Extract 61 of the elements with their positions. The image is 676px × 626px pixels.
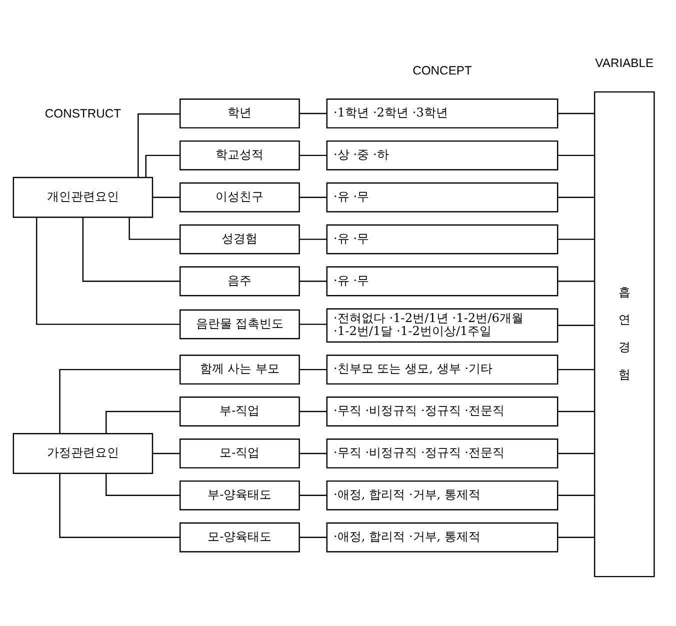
connector xyxy=(58,368,180,434)
connector xyxy=(298,112,326,114)
node-box: 흡 연 경 험 xyxy=(593,91,654,578)
connector xyxy=(298,452,326,454)
connector xyxy=(144,154,180,178)
connector xyxy=(152,196,180,198)
connector xyxy=(35,217,180,325)
connector xyxy=(558,238,594,240)
connector xyxy=(298,154,326,156)
node-box: 부-직업 xyxy=(178,396,300,426)
connector xyxy=(558,368,594,370)
node-box: ·1학년 ·2학년 ·3학년 xyxy=(326,98,558,128)
connector xyxy=(298,368,326,370)
node-box: 가정관련요인 xyxy=(12,432,153,474)
connector xyxy=(298,196,326,198)
connector xyxy=(58,473,180,538)
connector xyxy=(298,494,326,496)
node-box: 모-양육태도 xyxy=(178,522,300,552)
connector xyxy=(298,410,326,412)
node-box: 함께 사는 부모 xyxy=(178,354,300,385)
connector xyxy=(298,536,326,538)
node-box: 학교성적 xyxy=(178,140,300,170)
connector xyxy=(298,324,326,325)
connector xyxy=(558,324,594,326)
connector xyxy=(298,238,326,240)
connector xyxy=(128,217,180,240)
node-box: ·전혀없다 ·1-2번/1년 ·1-2번/6개월 ·1-2번/1달 ·1-2번이상/1주일 xyxy=(326,308,558,343)
connector xyxy=(82,217,180,282)
connector xyxy=(105,473,180,496)
connector xyxy=(558,196,594,198)
label: VARIABLE xyxy=(594,56,654,70)
connector xyxy=(558,112,594,114)
node-box: ·무직 ·비정규직 ·정규직 ·전문직 xyxy=(326,396,558,426)
label: CONCEPT xyxy=(412,64,472,78)
node-box: ·유 ·무 xyxy=(326,182,558,212)
node-box: 음란물 접촉빈도 xyxy=(178,309,300,340)
connector xyxy=(558,452,594,454)
node-box: 개인관련요인 xyxy=(12,176,153,218)
connector xyxy=(558,536,594,538)
connector xyxy=(105,410,180,434)
connector xyxy=(558,280,594,282)
node-box: 학년 xyxy=(178,98,300,128)
node-box: ·유 ·무 xyxy=(326,224,558,254)
node-box: ·상 ·중 ·하 xyxy=(326,140,558,170)
node-box: 모-직업 xyxy=(178,438,300,468)
node-box: ·유 ·무 xyxy=(326,266,558,296)
node-box: 성경험 xyxy=(178,224,300,254)
connector xyxy=(558,154,594,156)
connector xyxy=(152,452,180,454)
node-box: ·무직 ·비정규직 ·정규직 ·전문직 xyxy=(326,438,558,468)
node-box: ·애정, 합리적 ·거부, 통제적 xyxy=(326,522,558,552)
node-box: ·애정, 합리적 ·거부, 통제적 xyxy=(326,480,558,510)
connector xyxy=(298,280,326,282)
connector xyxy=(558,410,594,412)
node-box: ·친부모 또는 생모, 생부 ·기타 xyxy=(326,354,558,385)
connector xyxy=(137,113,180,178)
node-box: 이성친구 xyxy=(178,182,300,212)
node-box: 음주 xyxy=(178,266,300,296)
node-box: 부-양육태도 xyxy=(178,480,300,510)
label: CONSTRUCT xyxy=(44,106,121,121)
connector xyxy=(558,494,594,496)
